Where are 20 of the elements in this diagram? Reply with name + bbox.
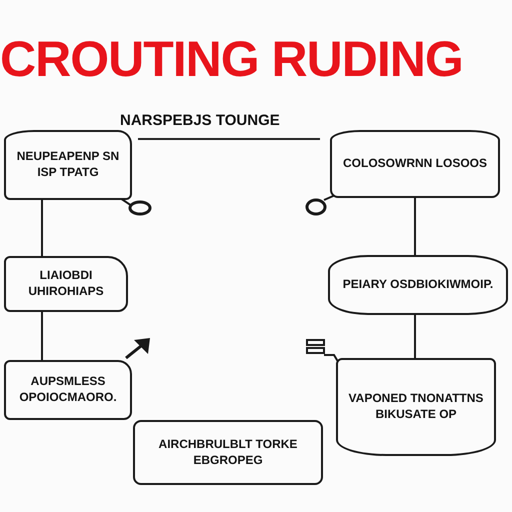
text-box bbox=[4, 360, 132, 420]
box-text: NEUPEAPENP SN ISP TPATG bbox=[16, 149, 120, 181]
box-text: VAPONED TNONATTNS BIKUSATE OP bbox=[348, 391, 484, 423]
connector-line bbox=[414, 198, 416, 255]
text-box bbox=[336, 358, 496, 456]
text-box bbox=[133, 420, 323, 485]
box-text: LIAIOBDI UHIROHIAPS bbox=[27, 268, 105, 300]
connector-line bbox=[41, 312, 43, 360]
text-box bbox=[328, 255, 508, 315]
box-text: COLOSOWRNN LOSOOS bbox=[343, 156, 487, 172]
connector-line bbox=[41, 200, 43, 256]
connector-line bbox=[414, 315, 416, 358]
box-text: PEIARY OSDBIOKIWMOIP. bbox=[342, 277, 494, 293]
text-box bbox=[4, 130, 132, 200]
box-text: AUPSMLESS OPOIOCMAORO. bbox=[18, 374, 118, 406]
text-box bbox=[4, 256, 128, 312]
subtitle: NARSPEBJS TOUNGE bbox=[120, 112, 280, 129]
box-text: AIRCHBRULBLT TORKE EBGROPEG bbox=[158, 436, 298, 468]
text-box bbox=[330, 130, 500, 198]
title: CROUTING RUDING bbox=[0, 30, 463, 88]
